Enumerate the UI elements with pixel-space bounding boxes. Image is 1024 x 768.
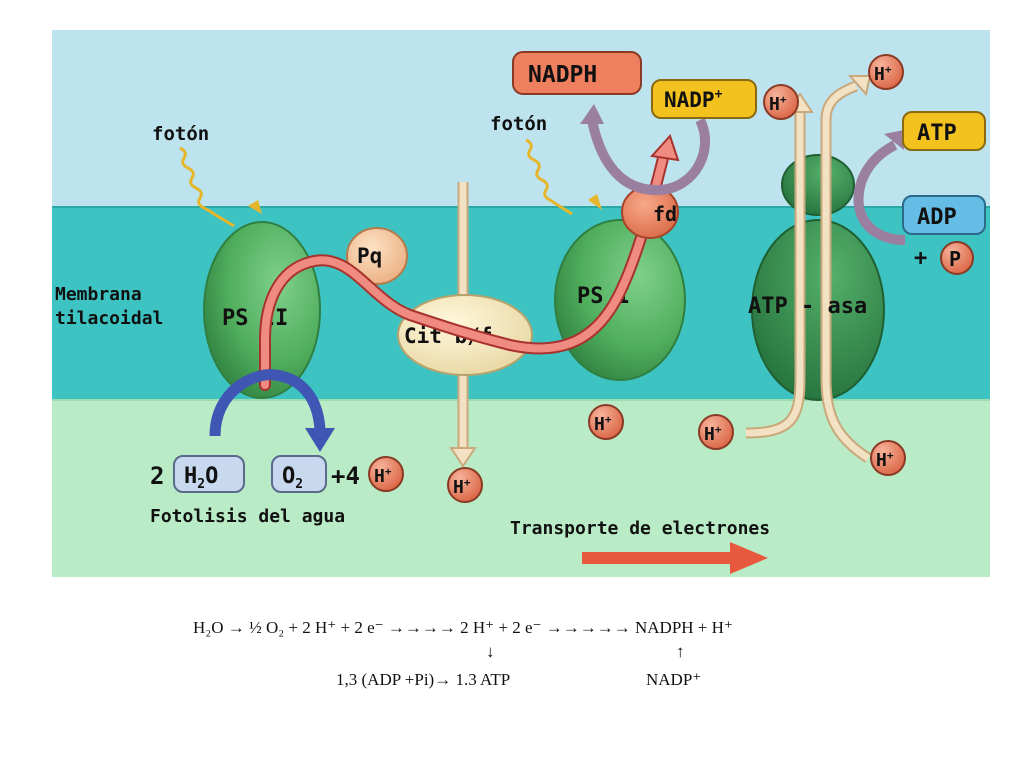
photon-wave-left [179,146,235,228]
equation-line-3-left: 1,3 (ADP +Pi)→ 1.3 ATP [336,670,511,689]
water-box [173,455,245,493]
svg-text:H+: H+ [876,449,894,471]
atp-synthase-body [751,219,885,401]
nadp-reduction-arc [587,117,710,196]
svg-text:H+: H+ [769,93,787,115]
equation-line-3-right: NADP⁺ [646,670,702,689]
plastoquinone-label: Pq [357,244,382,268]
equation-line-1: H₂O → ½ O₂ + 2 H⁺ + 2 e⁻ →→→→ 2 H⁺ + 2 e… [193,618,733,637]
atp-synthase-label: ATP - asa [748,294,867,319]
svg-text:H+: H+ [594,413,612,435]
cytochrome-proton-arrowhead [449,447,477,468]
svg-text:H+: H+ [453,476,471,498]
nadp-label: NADP+ [664,87,723,112]
transport-arrow-shaft [582,552,732,564]
electron-transport-caption: Transporte de electrones [510,518,770,539]
photon-label-left: fotón [152,123,209,145]
photolysis-caption: Fotolisis del agua [150,506,345,527]
plus-four: +4 [331,462,360,490]
atp-box [902,111,986,151]
ferredoxin-label: fd [653,202,677,226]
equation-up-arrow: ↑ [676,642,685,661]
proton-photolysis: H+ [368,456,404,492]
svg-text:H+: H+ [704,423,722,445]
proton-atp-entry-right: H+ [870,440,906,476]
phosphate-plus: + [914,246,927,271]
photon-label-right: fotón [490,113,547,135]
proton-stroma-psi: H+ [588,404,624,440]
water-photolysis-arc [209,369,326,437]
svg-text:H+: H+ [374,465,392,487]
water-photolysis-arrowhead [305,428,335,452]
nadph-box [512,51,642,95]
electron-path-arrowhead [650,134,680,162]
water-label: H2O [184,464,218,492]
membrane-label-line1: Membrana [55,284,142,305]
atp-synthase-head [781,154,855,216]
svg-text:H+: H+ [874,63,892,85]
membrane-label-line2: tilacoidal [55,308,163,329]
proton-atp-entry-left: H+ [698,414,734,450]
proton-lumen-nadp: H+ [763,84,799,120]
adp-label: ADP [917,205,957,230]
water-coefficient: 2 [150,462,164,490]
proton-under-cytochrome: H+ [447,467,483,503]
proton-lumen-top: H+ [868,54,904,90]
photosystem-ii-label: PS II [222,306,288,331]
equation-down-arrow: ↓ [486,642,495,661]
atp-label: ATP [917,121,957,146]
oxygen-box [271,455,327,493]
atp-synthesis-arc [853,140,906,245]
nadph-label: NADPH [528,62,597,88]
photon-wave-right [525,138,573,216]
transport-arrow-head [730,542,768,574]
photon-arrowhead-left [248,200,262,214]
oxygen-label: O2 [282,464,303,492]
plastoquinone [346,227,408,285]
nadp-box [651,79,757,119]
phosphate-circle [940,241,974,275]
adp-box [902,195,986,235]
photon-arrowhead-right [588,194,602,210]
phosphate-label: P [949,247,961,271]
